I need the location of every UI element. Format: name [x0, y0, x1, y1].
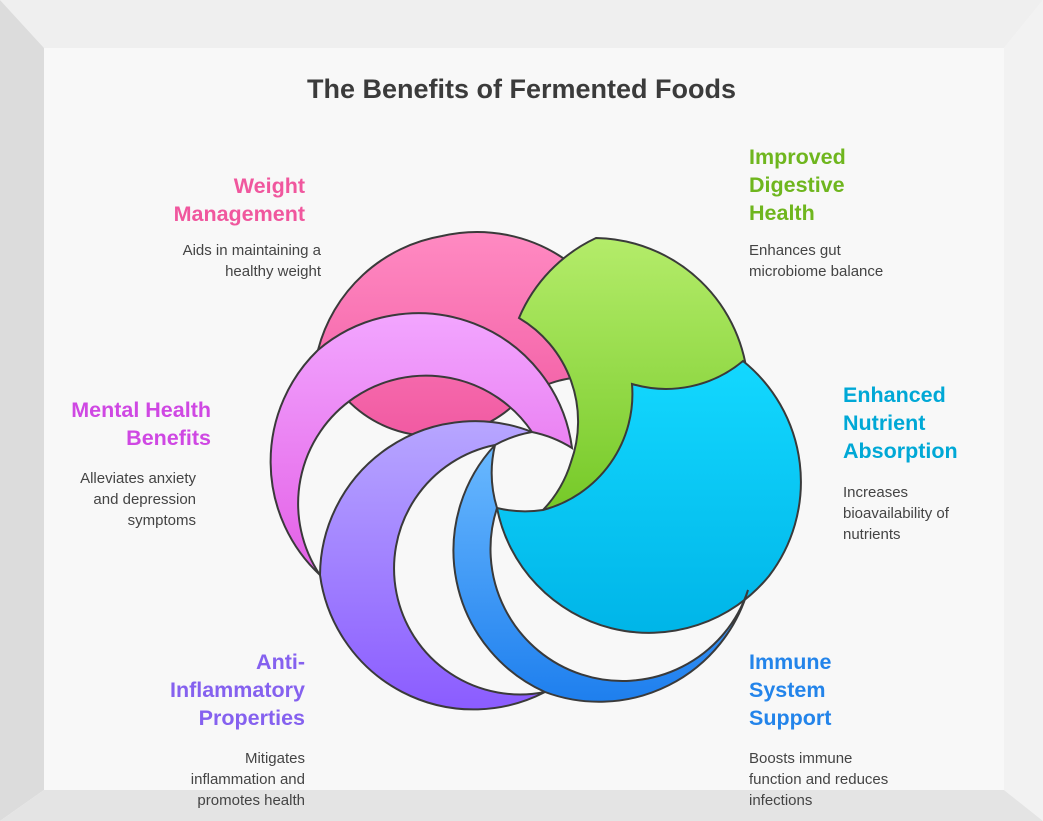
- benefit-title-mental-health: Mental Health Benefits: [71, 398, 211, 450]
- petal-immune-support: [452, 441, 749, 703]
- benefit-desc-weight-management: Aids in maintaining a healthy weight: [182, 242, 321, 280]
- benefit-desc-immune-support: Boosts immune function and reduces infec…: [749, 750, 889, 809]
- benefit-title-nutrient-absorption: Enhanced Nutrient Absorption: [843, 383, 958, 463]
- benefit-title-anti-inflammatory: Anti- Inflammatory Properties: [169, 650, 305, 730]
- petal-nutrient-absorption: [495, 359, 802, 634]
- benefit-desc-anti-inflammatory: Mitigates inflammation and promotes heal…: [190, 750, 305, 809]
- benefit-title-immune-support: Immune System Support: [749, 650, 832, 730]
- petal-anti-inflammatory: [318, 420, 546, 711]
- benefit-title-digestive-health: Improved Digestive Health: [749, 145, 846, 225]
- benefit-desc-mental-health: Alleviates anxiety and depression sympto…: [80, 470, 196, 529]
- benefit-desc-nutrient-absorption: Increases bioavailability of nutrients: [843, 484, 949, 543]
- benefit-desc-digestive-health: Enhances gut microbiome balance: [749, 242, 884, 280]
- benefit-title-weight-management: Weight Management: [173, 174, 305, 226]
- petal-mental-health: [269, 312, 574, 576]
- diagram-title: The Benefits of Fermented Foods: [306, 74, 737, 104]
